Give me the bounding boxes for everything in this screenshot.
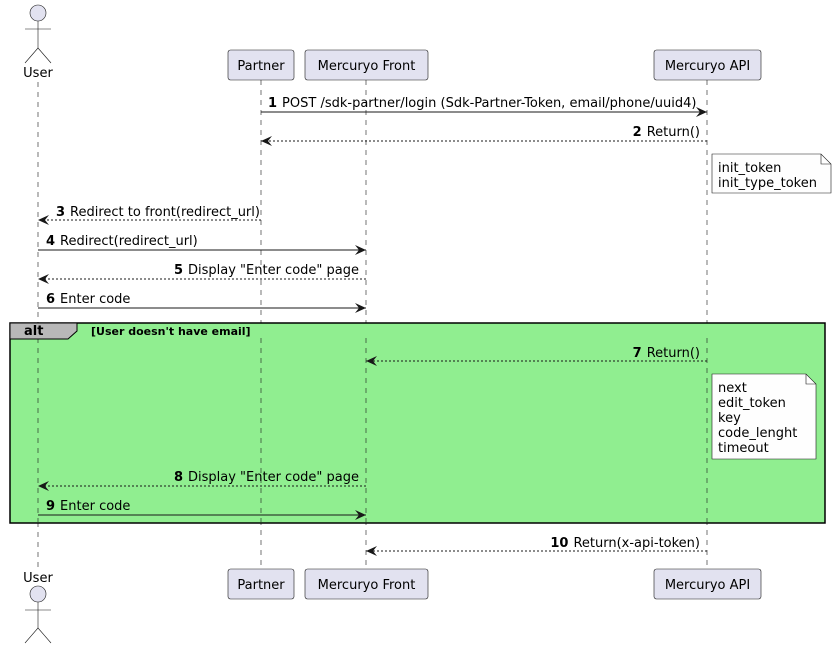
actor-user-label: User	[23, 66, 53, 81]
svg-text:init_type_token: init_type_token	[718, 176, 817, 191]
svg-text:timeout: timeout	[718, 441, 769, 456]
participant-front-top: Mercuryo Front	[304, 49, 429, 81]
alt-keyword: alt	[24, 324, 43, 339]
svg-text:Mercuryo Front: Mercuryo Front	[318, 578, 416, 593]
alt-frame	[9, 322, 826, 524]
svg-text:code_lenght: code_lenght	[718, 426, 797, 441]
participant-front-bottom: Mercuryo Front	[304, 568, 429, 600]
participant-api-top: Mercuryo API	[653, 49, 762, 81]
participant-api-bottom: Mercuryo API	[653, 568, 762, 600]
svg-text:Mercuryo API: Mercuryo API	[665, 59, 750, 74]
svg-text:key: key	[718, 411, 741, 426]
svg-text:init_token: init_token	[718, 161, 781, 176]
svg-text:Partner: Partner	[237, 578, 285, 593]
participant-partner-top: Partner	[227, 49, 295, 81]
actor-user-bottom: User	[23, 571, 53, 644]
svg-text:next: next	[718, 381, 747, 396]
svg-text:Partner: Partner	[237, 59, 285, 74]
svg-text:Mercuryo API: Mercuryo API	[665, 578, 750, 593]
note-init-token: init_token init_type_token	[711, 153, 832, 194]
svg-text:edit_token: edit_token	[718, 396, 786, 411]
actor-user-label: User	[23, 571, 53, 586]
alt-tab	[9, 322, 78, 340]
alt-condition: [User doesn't have email]	[91, 325, 251, 338]
participant-partner-bottom: Partner	[227, 568, 295, 600]
actor-user-top: User	[23, 4, 53, 81]
note-edit-token: next edit_token key code_lenght timeout	[711, 373, 817, 460]
svg-text:Mercuryo Front: Mercuryo Front	[318, 59, 416, 74]
